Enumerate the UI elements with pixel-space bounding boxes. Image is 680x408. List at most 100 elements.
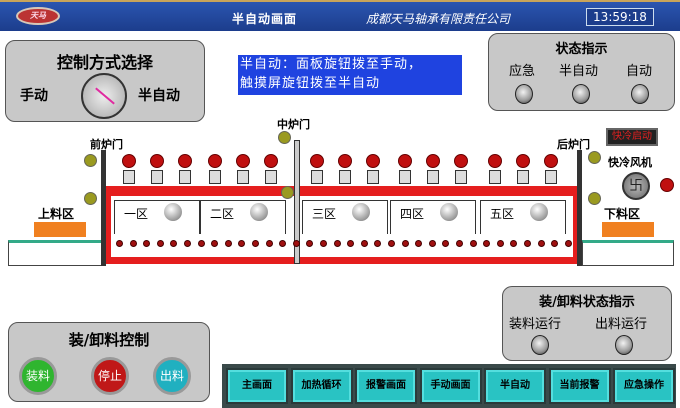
manual-label: 手动 <box>20 88 48 104</box>
roller <box>129 240 137 247</box>
nav-semi-auto-button[interactable]: 半自动 <box>484 368 546 404</box>
furnace-body <box>104 186 580 264</box>
heater-motor <box>545 170 557 184</box>
middle-door <box>294 140 300 264</box>
heater-lamp <box>544 154 558 168</box>
roller <box>306 240 314 247</box>
roller <box>224 240 232 247</box>
nav-main-button[interactable]: 主画面 <box>226 368 288 404</box>
heater-motor <box>399 170 411 184</box>
status-emergency-label: 应急 <box>509 64 536 79</box>
load-control-panel: 装/卸料控制 装料 停止 出料 <box>8 322 210 402</box>
unloading-running-indicator <box>615 335 633 355</box>
heater-motor <box>367 170 379 184</box>
nav-emergency-op-button[interactable]: 应急操作 <box>613 368 675 404</box>
fan-status-lamp <box>660 178 674 192</box>
circulation-fan <box>164 203 182 221</box>
rear-door <box>577 150 582 266</box>
fan-icon: 卐 <box>622 172 650 200</box>
mode-instruction: 半自动：面板旋钮拨至手动， 触摸屏旋钮拨至半自动 <box>238 55 462 95</box>
roller <box>524 240 531 247</box>
status-auto-label: 自动 <box>626 64 653 79</box>
heater-lamp <box>150 154 164 168</box>
heater-lamp <box>366 154 380 168</box>
roller <box>143 240 151 247</box>
load-control-title: 装/卸料控制 <box>68 331 150 349</box>
unloading-conveyor <box>582 240 674 266</box>
nav-heating-cycle-button[interactable]: 加热循环 <box>290 368 353 404</box>
roller <box>170 240 178 247</box>
front-door-lamp <box>84 154 97 167</box>
semi-auto-label: 半自动 <box>138 88 180 104</box>
loading-tray <box>34 222 86 237</box>
nav-current-alarm-button[interactable]: 当前报警 <box>548 368 611 404</box>
heater-lamp <box>398 154 412 168</box>
zone-partition <box>302 200 388 234</box>
roller <box>265 240 273 247</box>
zone-partition <box>390 200 476 234</box>
roller <box>279 240 287 247</box>
roller <box>510 240 518 247</box>
loading-conveyor <box>8 240 104 266</box>
load-status-panel: 装/卸料状态指示 装料运行 出料运行 <box>502 286 672 361</box>
roller <box>537 240 545 247</box>
heater-lamp <box>122 154 136 168</box>
header-bar: 天马 半自动画面 成都天马轴承有限责任公司 13:59:18 <box>0 0 680 31</box>
zone-partition <box>200 200 286 234</box>
roller <box>333 240 341 247</box>
clock: 13:59:18 <box>586 8 654 26</box>
roller <box>292 240 300 247</box>
heater-lamp <box>454 154 468 168</box>
heater-lamp <box>264 154 278 168</box>
heater-lamp <box>208 154 222 168</box>
roller <box>238 240 246 247</box>
stop-button[interactable]: 停止 <box>91 357 129 395</box>
load-button[interactable]: 装料 <box>19 357 57 395</box>
loading-running-label: 装料运行 <box>509 317 562 332</box>
middle-door-lamp <box>278 131 291 144</box>
circulation-fan <box>440 203 458 221</box>
heater-lamp <box>516 154 530 168</box>
roller <box>456 240 463 247</box>
company-logo: 天马 <box>16 7 60 25</box>
roller <box>496 240 504 247</box>
control-mode-title: 控制方式选择 <box>56 53 153 72</box>
auto-indicator <box>631 84 649 104</box>
roller <box>211 240 219 247</box>
heater-lamp <box>178 154 192 168</box>
front-door-label: 前炉门 <box>90 138 123 151</box>
front-door <box>101 150 106 266</box>
zone-partition <box>480 200 566 234</box>
roller <box>388 240 395 247</box>
heater-lamp <box>236 154 250 168</box>
mode-selector-knob[interactable] <box>81 73 127 119</box>
status-semi-auto-label: 半自动 <box>559 64 599 79</box>
roller <box>374 240 382 247</box>
heater-motor <box>209 170 221 184</box>
roller <box>320 240 327 247</box>
loading-zone-label: 上料区 <box>38 207 75 221</box>
zone-label: 五区 <box>490 207 515 221</box>
emergency-indicator <box>515 84 533 104</box>
heater-lamp <box>488 154 502 168</box>
roller <box>347 240 355 247</box>
heater-motor <box>237 170 249 184</box>
roller <box>184 240 191 247</box>
roller <box>156 240 164 247</box>
instruction-line: 半自动：面板旋钮拨至手动， <box>240 57 423 72</box>
rear-door-label: 后炉门 <box>557 138 590 151</box>
status-title: 状态指示 <box>555 42 608 57</box>
unloading-running-label: 出料运行 <box>595 317 648 332</box>
heater-lamp <box>338 154 352 168</box>
nav-manual-button[interactable]: 手动画面 <box>419 368 482 404</box>
unload-button[interactable]: 出料 <box>153 357 191 395</box>
heater-motor <box>123 170 135 184</box>
zone-label: 三区 <box>312 207 337 221</box>
nav-alarm-button[interactable]: 报警画面 <box>355 368 417 404</box>
quick-cool-start-button[interactable]: 快冷启动 <box>606 128 658 146</box>
circulation-fan <box>530 203 548 221</box>
heater-motor <box>489 170 501 184</box>
heater-motor <box>455 170 467 184</box>
front-door-lamp-2 <box>84 192 97 205</box>
rear-door-lamp-2 <box>588 192 601 205</box>
